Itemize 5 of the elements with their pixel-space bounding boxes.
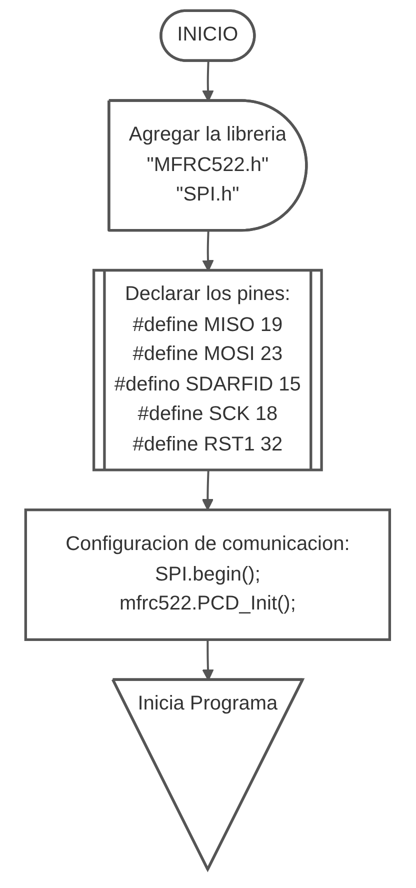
arrow [202,640,214,681]
flowchart: INICIO Agregar la libreria "MFRC522.h" "SPI.h" Declarar los pines: #define MISO 19 #define MOSI 23 #defino SDARFID 15 #define SCK 18 #define RST1 32 Configuracion de comunicacion: SPI.begin(); mfrc522.PCD_Init(); Inicia Programa [15,0,401,880]
arrow [202,470,214,510]
arrow [202,61,214,102]
node-box [24,508,392,641]
